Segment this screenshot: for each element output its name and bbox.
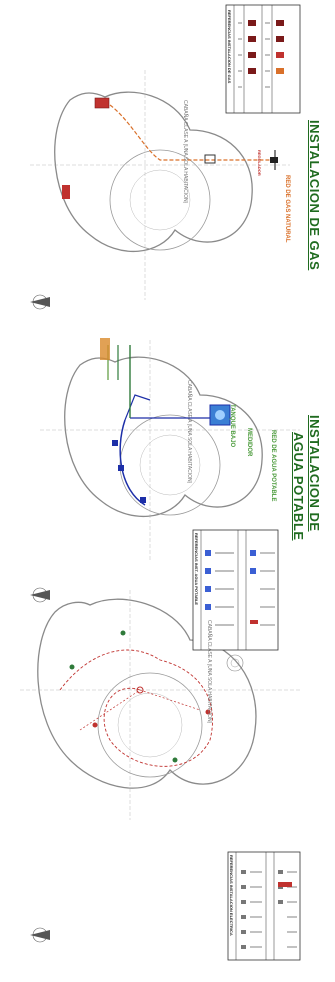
north-arrow-icon: [30, 587, 50, 603]
water-meter-label: MEDIDOR: [246, 428, 252, 457]
gas-heater-icon: [94, 97, 110, 109]
water-caption: CABAÑA CLASE A (UNA SOLA HABITACION): [186, 380, 192, 484]
gas-plan: [30, 4, 301, 310]
water-tank-icon: [209, 404, 231, 426]
water-network-label: RED DE AGUA POTABLE: [270, 430, 276, 502]
gas-title: INSTALACION DE GAS: [307, 120, 322, 271]
gas-pipe: [109, 104, 275, 161]
gas-meter-label: REGULADOR: [257, 150, 262, 176]
electric-dome-left: [97, 672, 203, 778]
gas-network-label: RED DE GAS NATURAL: [284, 175, 290, 243]
water-title-line1: INSTALACION DE: [307, 415, 322, 532]
water-pipe: [119, 419, 146, 506]
electric-outlet: [136, 686, 144, 694]
electric-cabin-outline: [37, 598, 257, 789]
electric-caption: CABAÑA CLASE A (UNA SOLA HABITACION): [206, 620, 212, 724]
north-arrow-icon: [30, 294, 50, 310]
gas-legend-title: REFERENCIAS INSTALACION DE GAS: [227, 10, 232, 84]
water-tank-label: TANQUE BAJO: [229, 404, 235, 448]
water-title-line2: AGUA POTABLE: [291, 432, 306, 541]
water-legend-title: REFERENCIAS INST. AGUA POTABLE: [194, 533, 199, 606]
water-plan: [30, 338, 300, 651]
gas-caption: CABAÑA CLASE A (UNA SOLA HABITACION): [182, 100, 188, 204]
north-arrow-icon: [30, 927, 50, 943]
gas-cabin-outline: [54, 91, 253, 253]
electric-circuit: [59, 649, 213, 767]
electric-legend-title: REFERENCIAS INSTALACION ELECTRICA: [229, 855, 234, 936]
tree-icon: [226, 654, 244, 672]
electric-plan: [20, 590, 301, 961]
gas-legend-box: [225, 4, 301, 114]
electric-legend-box: [227, 851, 301, 961]
